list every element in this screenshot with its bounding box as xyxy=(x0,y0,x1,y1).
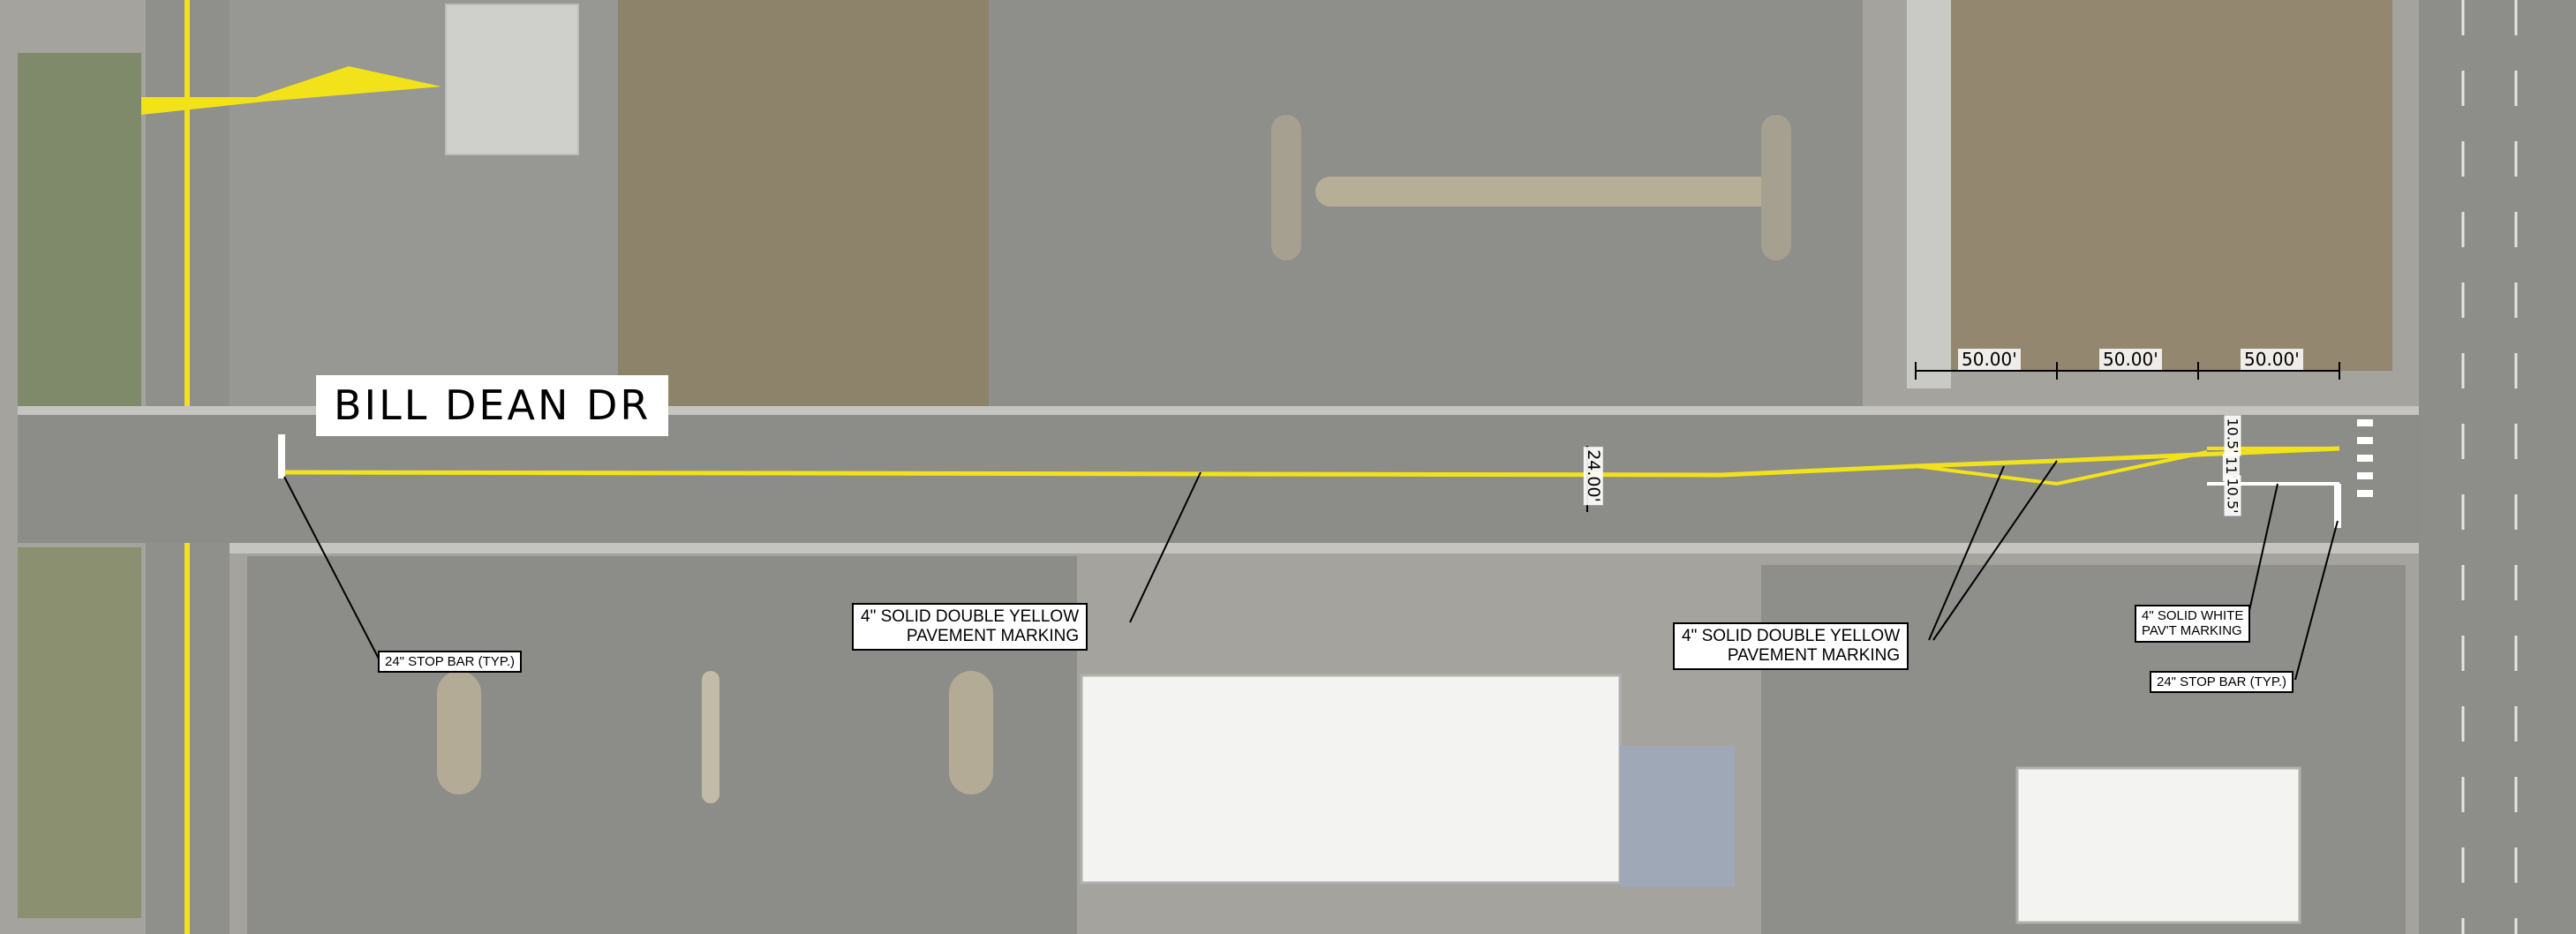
leader-solid-white xyxy=(2246,483,2278,623)
street-label: BILL DEAN DR xyxy=(316,375,669,436)
leader-yellow-right-2 xyxy=(1932,460,2058,641)
note-double-yellow-right: 4" SOLID DOUBLE YELLOW PAVEMENT MARKING xyxy=(1673,622,1909,670)
top-right-sidewalk xyxy=(1907,0,1951,388)
left-grass-bottom xyxy=(18,547,141,918)
note-double-yellow-left: 4" SOLID DOUBLE YELLOW PAVEMENT MARKING xyxy=(852,603,1088,651)
bottom-island-1 xyxy=(437,671,481,795)
stop-bar-right xyxy=(2334,484,2341,528)
note-solid-white-line1: 4" SOLID WHITE xyxy=(2142,608,2244,623)
leader-stop-bar-left xyxy=(283,476,380,661)
parking-island-4 xyxy=(1761,115,1791,260)
leader-stop-bar-right xyxy=(2294,520,2339,681)
note-stop-bar-right: 24" STOP BAR (TYP.) xyxy=(2150,671,2294,694)
parking-island-2 xyxy=(1315,177,1783,207)
note-solid-white-line2: PAV'T MARKING xyxy=(2142,623,2242,639)
top-left-building xyxy=(445,4,579,155)
crosswalk xyxy=(2357,419,2373,497)
stop-bar-left xyxy=(278,434,285,478)
dim-taper-3: 50.00' xyxy=(2241,349,2303,370)
highway xyxy=(2419,0,2576,934)
leader-yellow-left xyxy=(1129,471,1201,623)
right-building xyxy=(2015,766,2301,924)
leader-yellow-right-1 xyxy=(1928,465,2005,641)
dim-lane-3: 10.5' xyxy=(2224,475,2241,516)
dim-road-width: 24.00' xyxy=(1583,447,1603,505)
field-top xyxy=(618,0,989,424)
note-double-yellow-right-line1: 4" SOLID DOUBLE YELLOW xyxy=(1682,627,1901,645)
dim-taper-2: 50.00' xyxy=(2099,349,2162,370)
note-double-yellow-right-line2: PAVEMENT MARKING xyxy=(1727,645,1901,665)
top-right-field xyxy=(1951,0,2392,371)
bottom-island-3 xyxy=(949,671,993,795)
main-building-annex xyxy=(1620,746,1735,887)
north-arrow-symbol xyxy=(141,66,441,115)
note-double-yellow-left-line1: 4" SOLID DOUBLE YELLOW xyxy=(861,607,1080,626)
dim-lane-1: 10.5' xyxy=(2224,415,2241,456)
note-stop-bar-left: 24" STOP BAR (TYP.) xyxy=(378,651,523,674)
note-double-yellow-left-line2: PAVEMENT MARKING xyxy=(906,626,1080,645)
double-yellow-taper xyxy=(1915,450,2208,486)
sidewalk-south xyxy=(230,543,2419,554)
top-parking xyxy=(989,0,1863,428)
sidewalk-north xyxy=(18,406,2419,415)
note-solid-white: 4" SOLID WHITE PAV'T MARKING xyxy=(2135,605,2251,643)
bottom-island-2 xyxy=(702,671,719,803)
left-grass-top xyxy=(18,53,141,406)
main-building xyxy=(1080,674,1622,885)
dim-taper-1: 50.00' xyxy=(1958,349,2021,370)
parking-island-3 xyxy=(1271,115,1301,260)
